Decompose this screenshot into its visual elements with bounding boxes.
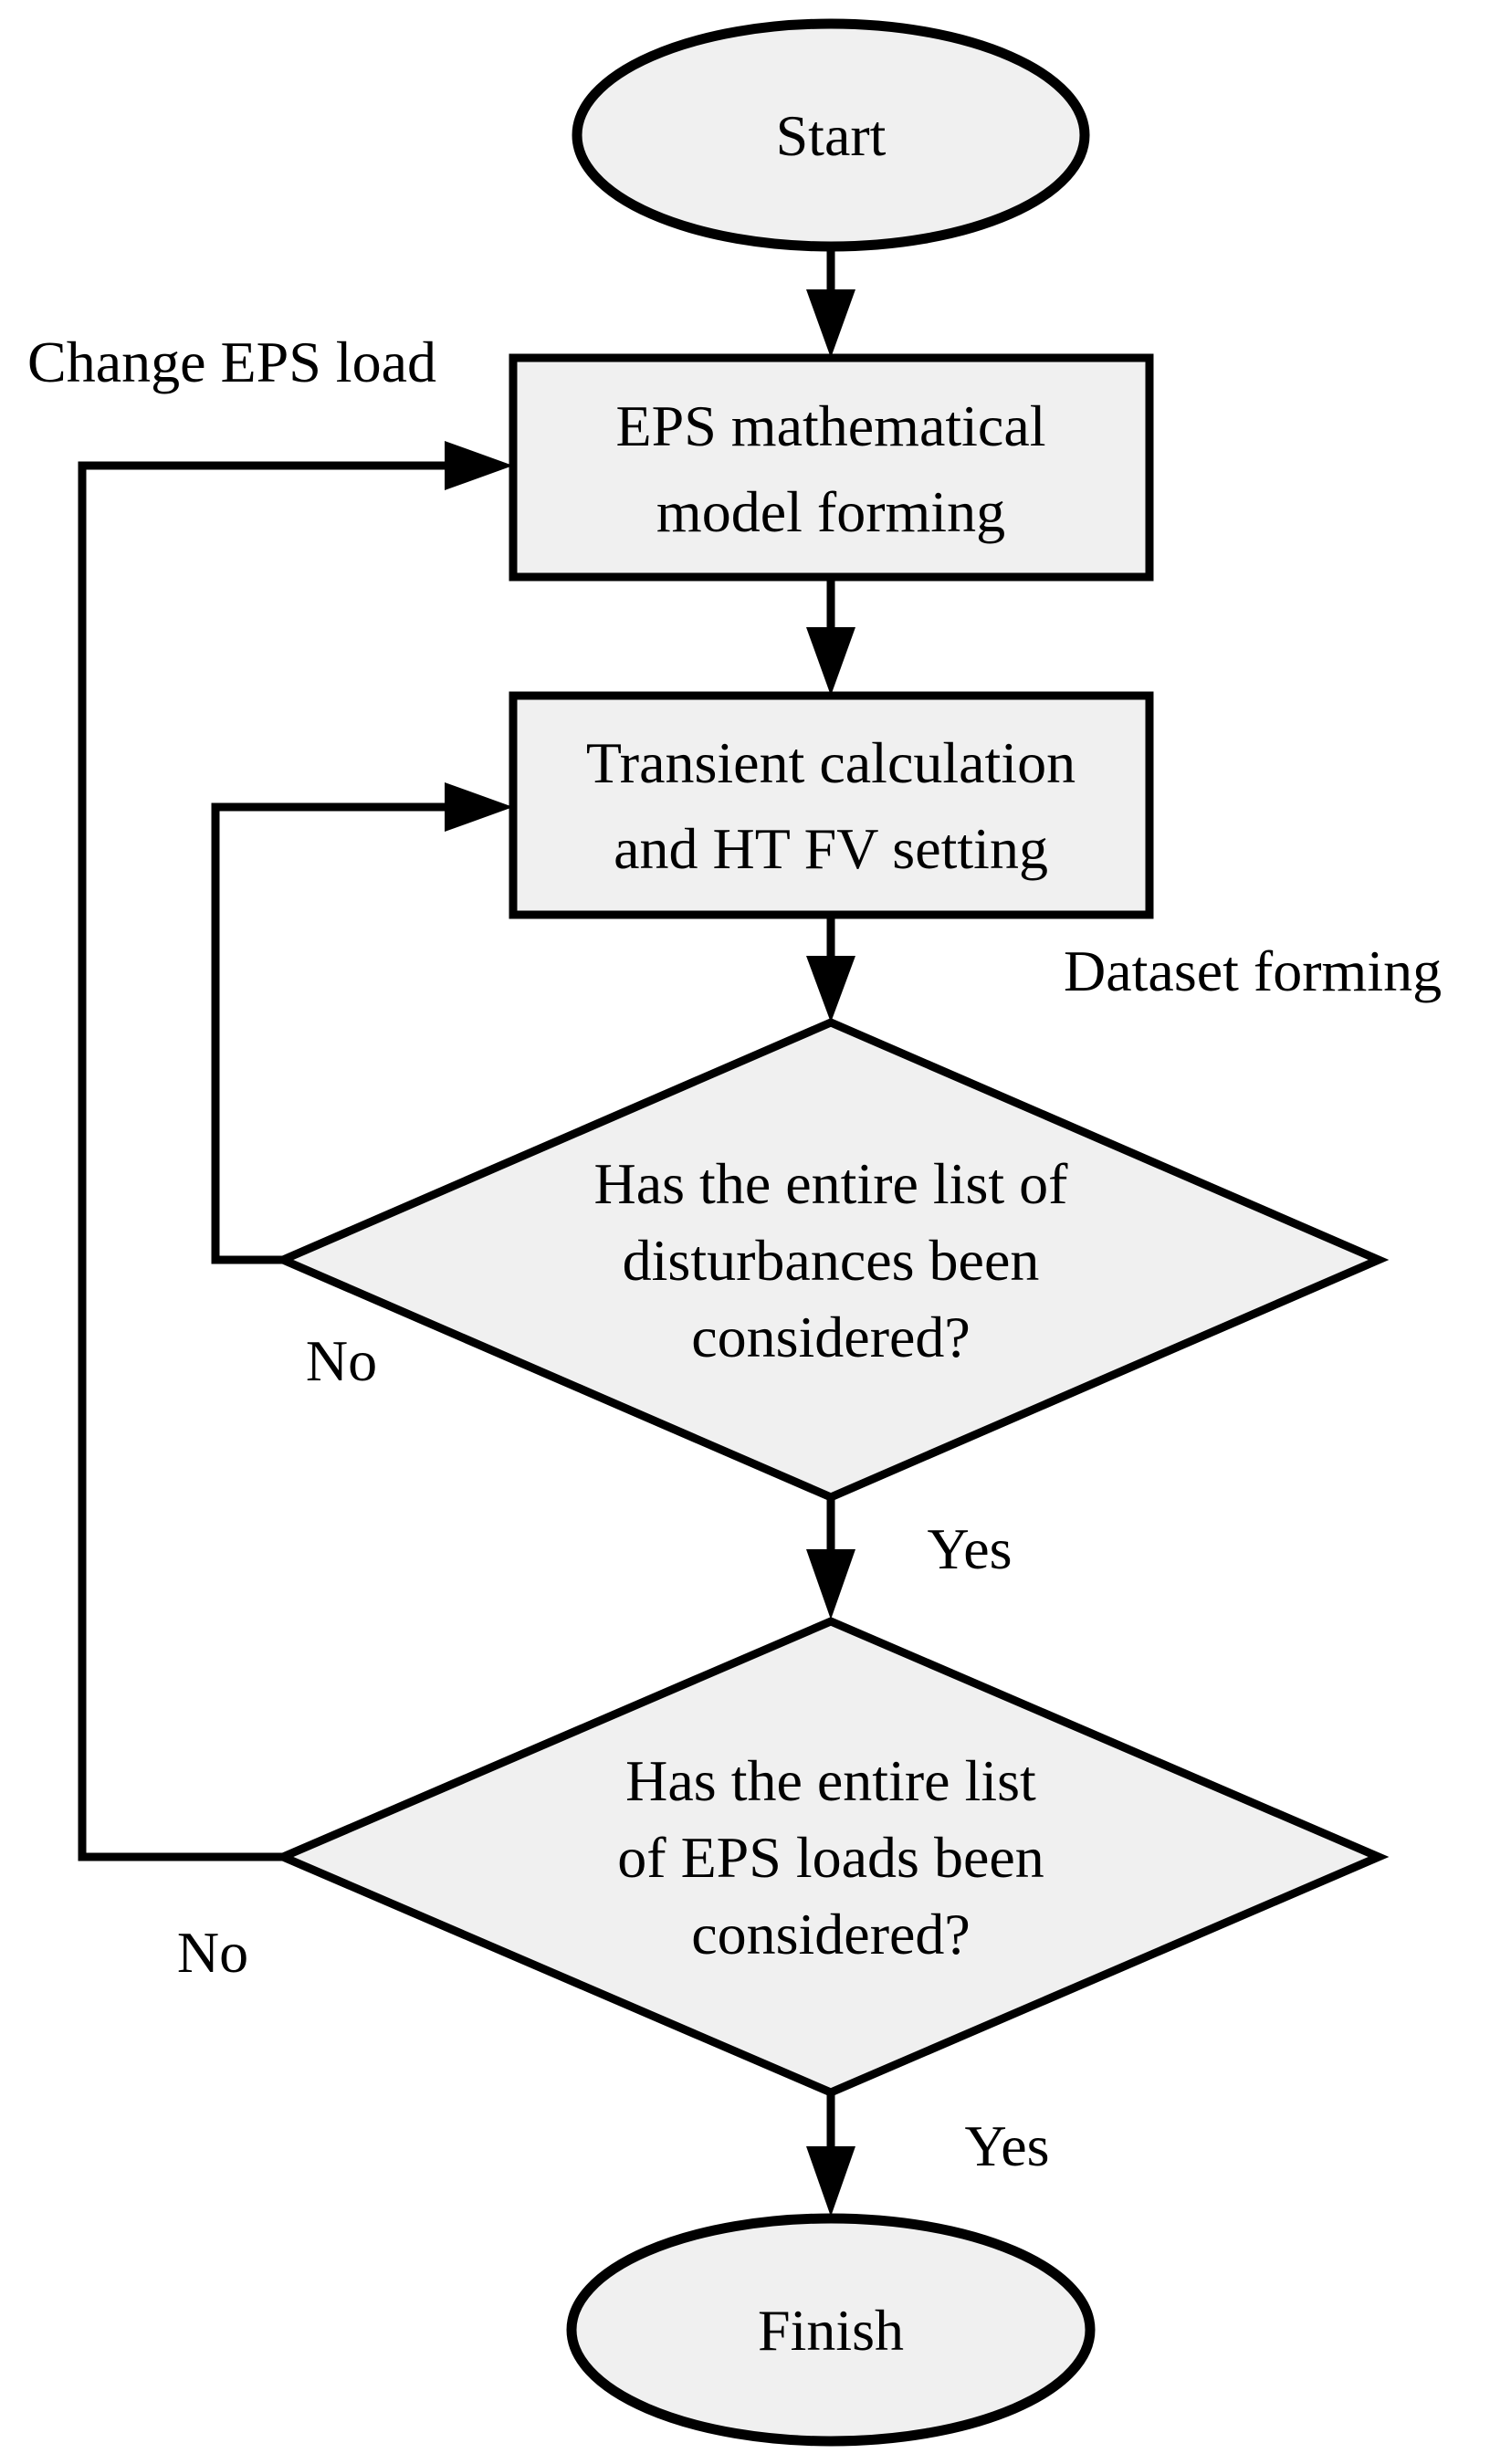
eps-loads-line-2: of EPS loads been — [617, 1825, 1044, 1890]
arrowhead-transient-top — [806, 627, 855, 696]
yes-eps-loads-label: Yes — [964, 2113, 1049, 2178]
eps-loads-decision-node — [272, 1617, 1390, 2097]
no-eps-loads-label: No — [177, 1920, 248, 1985]
disturbances-decision-node — [272, 1018, 1390, 1502]
arrowhead-disturbances-top — [806, 956, 855, 1022]
finish-node — [566, 2213, 1096, 2447]
start-node — [572, 18, 1090, 252]
arrowhead-eps-model-top — [806, 289, 855, 358]
transient-line-2: and HT FV setting — [614, 816, 1048, 881]
eps-model-line-1: EPS mathematical — [616, 393, 1046, 458]
disturbances-line-2: disturbances been — [623, 1228, 1040, 1293]
dataset-forming-label: Dataset forming — [1064, 938, 1442, 1003]
disturbances-line-1: Has the entire list of — [594, 1151, 1069, 1216]
transient-line-1: Transient calculation — [586, 730, 1076, 795]
arrowhead-finish-top — [806, 2146, 855, 2217]
finish-node-label: Finish — [758, 2298, 904, 2363]
arrowhead-eps-loads-top — [806, 1549, 855, 1620]
eps-loads-line-1: Has the entire list — [625, 1748, 1036, 1813]
no-disturbances-label: No — [306, 1328, 377, 1393]
arrowhead-into-transient — [445, 782, 513, 832]
transient-node — [509, 691, 1154, 919]
disturbances-line-3: considered? — [691, 1305, 971, 1369]
edge-no-disturbances-loop — [211, 802, 447, 1264]
edge-no-eps-loads-loop — [78, 461, 447, 1861]
eps-loads-line-3: considered? — [691, 1902, 971, 1966]
eps-model-line-2: model forming — [656, 479, 1005, 544]
arrowhead-into-eps-model — [445, 441, 513, 490]
eps-model-node — [509, 353, 1154, 582]
change-eps-load-label: Change EPS load — [27, 330, 436, 394]
yes-disturbances-label: Yes — [927, 1516, 1012, 1581]
start-node-label: Start — [776, 103, 887, 168]
